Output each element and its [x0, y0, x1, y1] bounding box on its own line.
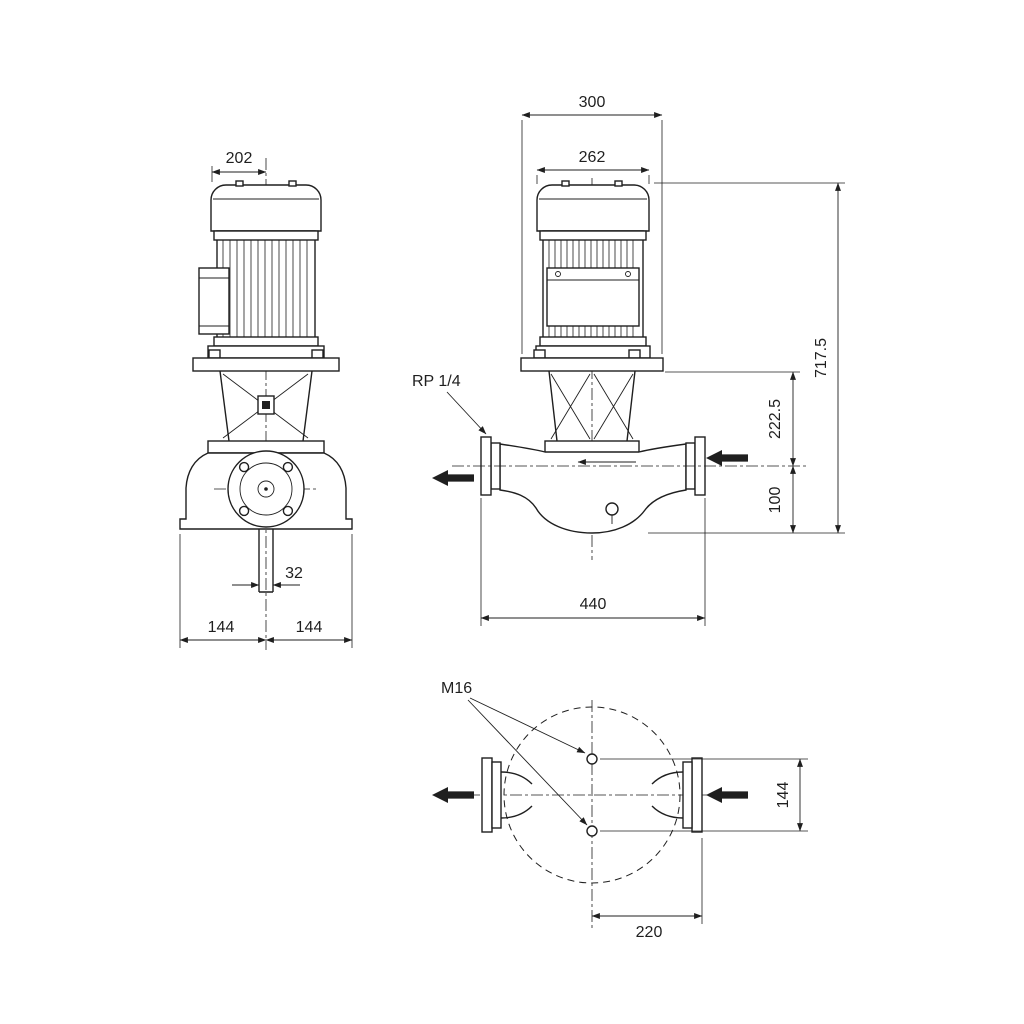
coupling-guard	[550, 373, 634, 440]
dim-220: 220	[591, 838, 703, 941]
dim-label-144-right: 144	[296, 619, 323, 636]
dim-717-5: 717.5	[648, 182, 845, 534]
dim-32: 32	[232, 565, 303, 588]
dim-100: 100	[767, 465, 796, 534]
dim-202: 202	[211, 150, 267, 182]
side-motor	[520, 180, 664, 372]
flow-arrow-left	[432, 470, 474, 486]
housing-outline-hidden	[503, 706, 681, 884]
bolt-hole	[238, 461, 250, 473]
lifting-lug	[288, 180, 297, 187]
plan-view: M16 144 220	[432, 680, 808, 941]
dim-label-222-5: 222.5	[767, 399, 784, 439]
seal-flange	[544, 440, 640, 454]
flow-arrow-right	[706, 787, 748, 803]
dim-262: 262	[536, 149, 650, 184]
dim-440: 440	[480, 498, 706, 626]
front-volute	[179, 450, 353, 593]
dim-label-300: 300	[579, 94, 606, 111]
fan-cover	[210, 184, 322, 232]
port-stub	[258, 529, 274, 593]
screw	[555, 271, 561, 277]
lifting-lug	[614, 180, 623, 187]
front-motor	[192, 180, 340, 372]
front-view: 202 32 144 144	[179, 150, 353, 650]
foundation-bolt-hole-top	[586, 753, 598, 765]
dim-label-202: 202	[226, 150, 253, 167]
motor-stool-flange	[192, 357, 340, 372]
bolt-hole	[282, 505, 294, 517]
rp14-label: RP 1/4	[412, 373, 461, 390]
bolt-hole	[238, 505, 250, 517]
pump-housing	[499, 443, 687, 534]
m16-label: M16	[441, 680, 472, 697]
terminal-box	[198, 267, 230, 335]
callout-m16: M16	[441, 680, 588, 826]
side-view: 300 262	[412, 94, 845, 626]
lifting-lug	[561, 180, 570, 187]
motor-foot	[207, 345, 325, 359]
bolt-hole	[282, 461, 294, 473]
dim-144-plan: 144	[600, 758, 808, 832]
dim-222-5: 222.5	[665, 371, 800, 467]
dim-label-144-plan: 144	[775, 782, 792, 809]
bolt	[533, 349, 546, 359]
drain-plug	[605, 502, 619, 516]
front-lantern	[207, 370, 325, 454]
dim-label-262: 262	[579, 149, 606, 166]
fan-cover	[536, 184, 650, 232]
bolt	[311, 349, 324, 359]
dim-label-717-5: 717.5	[813, 338, 830, 378]
dim-144-144: 144 144	[179, 534, 353, 648]
motor-stool-flange	[520, 357, 664, 372]
dim-label-32: 32	[285, 565, 303, 582]
dim-300: 300	[521, 94, 663, 354]
callout-rp14: RP 1/4	[412, 373, 487, 435]
flow-arrow-left	[432, 787, 474, 803]
flow-arrow-right	[706, 450, 748, 466]
lifting-lug	[235, 180, 244, 187]
terminal-box	[546, 267, 640, 327]
side-volute	[452, 436, 806, 534]
screw	[625, 271, 631, 277]
foundation-bolt-hole-bottom	[586, 825, 598, 837]
dim-label-220: 220	[636, 924, 663, 941]
dim-label-144-left: 144	[208, 619, 235, 636]
motor-body	[216, 230, 316, 347]
bolt	[208, 349, 221, 359]
dim-label-100: 100	[767, 487, 784, 514]
plan-discharge-flange	[651, 757, 703, 833]
bolt	[628, 349, 641, 359]
plan-suction-flange	[481, 757, 533, 833]
dim-label-440: 440	[580, 596, 607, 613]
